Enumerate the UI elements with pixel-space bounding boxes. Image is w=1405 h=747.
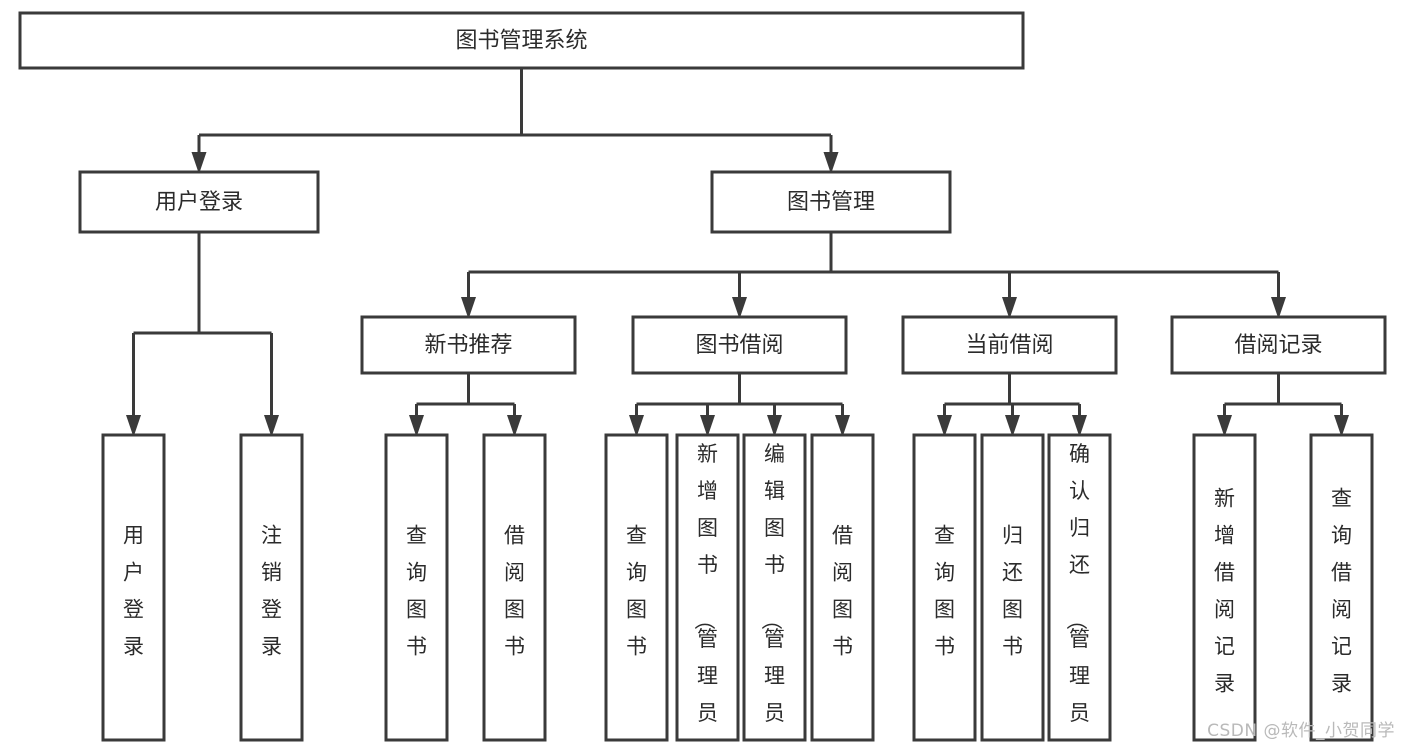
node-box[interactable] [239,433,304,742]
arrowhead-icon [1271,297,1286,319]
node-box[interactable] [980,433,1045,742]
arrowhead-icon [191,152,207,174]
node-label: 编辑图书（管理员） [759,442,785,747]
node-label: 新书推荐 [424,333,512,358]
node-label: 用户登录 [123,523,144,658]
node-label: 注销登录 [261,523,282,658]
node-level1[interactable]: 用户登录 [78,170,320,234]
node-leaf[interactable]: 编辑图书（管理员） [742,433,807,747]
node-leaf[interactable]: 注销登录 [239,433,304,742]
node-box[interactable] [360,315,577,375]
node-label: 归还图书 [1002,523,1023,658]
edge-group-l2-2 [937,373,1087,437]
node-box[interactable] [384,433,449,742]
node-box[interactable] [18,11,1025,70]
node-level2[interactable]: 图书借阅 [631,315,848,375]
node-level2[interactable]: 新书推荐 [360,315,577,375]
node-box[interactable] [1170,315,1387,375]
node-box[interactable] [1047,433,1112,742]
arrowhead-icon [409,415,424,437]
arrowhead-icon [700,415,715,437]
node-leaf[interactable]: 查询图书 [912,433,977,742]
arrowhead-icon [1334,415,1349,437]
edge-group-l1-1 [461,232,1286,319]
arrowhead-icon [1002,297,1017,319]
node-label: 图书借阅 [695,333,783,358]
node-leaf[interactable]: 借阅图书 [482,433,547,742]
arrowhead-icon [629,415,644,437]
node-box[interactable] [710,170,952,234]
node-label: 借阅图书 [504,523,525,658]
edge-group-l2-0 [409,373,522,437]
node-leaf[interactable]: 新增借阅记录 [1192,433,1257,742]
node-box[interactable] [101,433,166,742]
node-box[interactable] [810,433,875,742]
node-level2[interactable]: 当前借阅 [901,315,1118,375]
node-leaf[interactable]: 确认归还（管理员） [1047,433,1112,747]
edges-layer [126,68,1349,437]
node-level2[interactable]: 借阅记录 [1170,315,1387,375]
node-root[interactable]: 图书管理系统 [18,11,1025,70]
edge-group-root [191,68,839,174]
node-box[interactable] [675,433,740,742]
node-label: 借阅记录 [1234,333,1322,358]
node-label: 查询借阅记录 [1331,486,1352,695]
node-label: 用户登录 [155,190,243,215]
node-label: 新增借阅记录 [1214,486,1235,695]
arrowhead-icon [835,415,850,437]
arrowhead-icon [461,297,476,319]
node-label: 借阅图书 [832,523,853,658]
edge-group-l2-3 [1217,373,1349,437]
arrowhead-icon [126,415,141,437]
arrowhead-icon [1005,415,1020,437]
node-label: 当前借阅 [965,333,1053,358]
node-leaf[interactable]: 查询图书 [384,433,449,742]
node-label: 图书管理 [787,190,875,215]
node-leaf[interactable]: 查询借阅记录 [1309,433,1374,742]
node-leaf[interactable]: 用户登录 [101,433,166,742]
node-label: 新增图书（管理员） [692,442,718,747]
arrowhead-icon [732,297,747,319]
node-box[interactable] [1192,433,1257,742]
node-level1[interactable]: 图书管理 [710,170,952,234]
nodes-layer: 图书管理系统用户登录图书管理新书推荐图书借阅当前借阅借阅记录用户登录注销登录查询… [18,11,1387,747]
arrowhead-icon [264,415,279,437]
node-label: 查询图书 [406,523,427,658]
node-box[interactable] [742,433,807,742]
node-label: 确认归还（管理员） [1064,442,1090,747]
edge-group-l1-0 [126,232,279,437]
node-label: 查询图书 [626,523,647,658]
node-leaf[interactable]: 查询图书 [604,433,669,742]
arrowhead-icon [823,152,839,174]
watermark-label: CSDN @软件_小贺同学 [1207,721,1395,741]
arrowhead-icon [937,415,952,437]
arrowhead-icon [1217,415,1232,437]
edge-group-l2-1 [629,373,850,437]
node-box[interactable] [78,170,320,234]
node-box[interactable] [631,315,848,375]
node-label: 图书管理系统 [455,29,587,54]
node-leaf[interactable]: 借阅图书 [810,433,875,742]
node-box[interactable] [912,433,977,742]
node-leaf[interactable]: 新增图书（管理员） [675,433,740,747]
arrowhead-icon [767,415,782,437]
arrowhead-icon [507,415,522,437]
node-box[interactable] [604,433,669,742]
node-leaf[interactable]: 归还图书 [980,433,1045,742]
arrowhead-icon [1072,415,1087,437]
node-box[interactable] [482,433,547,742]
node-box[interactable] [901,315,1118,375]
node-box[interactable] [1309,433,1374,742]
node-label: 查询图书 [934,523,955,658]
